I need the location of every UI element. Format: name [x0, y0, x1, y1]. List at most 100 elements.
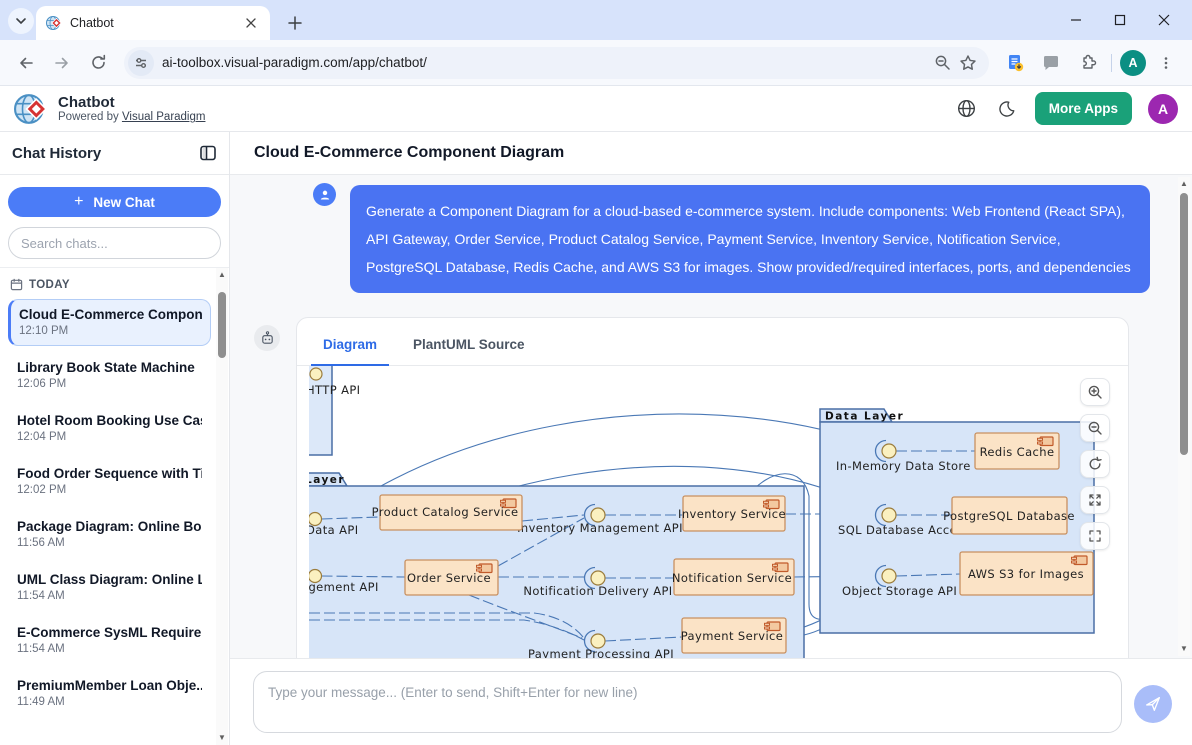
tab-close-button[interactable]: [242, 14, 260, 32]
reload-button[interactable]: [82, 47, 114, 79]
chat-item-title: UML Class Diagram: Online L...: [17, 572, 202, 587]
reload-icon: [91, 54, 105, 69]
scroll-up-icon[interactable]: ▲: [1180, 179, 1188, 188]
header-actions: More Apps A: [955, 92, 1178, 125]
scroll-down-icon[interactable]: ▼: [1180, 644, 1188, 653]
site-settings-button[interactable]: [128, 49, 154, 76]
visual-paradigm-logo: [14, 93, 48, 124]
postgresql-database-label: PostgreSQL Database: [943, 509, 1075, 523]
sidebar: Chat History + New Chat TODAY Cloud E-Co…: [0, 132, 230, 745]
scrollbar-thumb[interactable]: [218, 292, 226, 358]
person-icon: [320, 190, 329, 200]
zoom-out-icon: [1088, 421, 1102, 435]
user-message-row: Generate a Component Diagram for a cloud…: [254, 183, 1168, 293]
diagram-canvas[interactable]: HTTP API: [297, 366, 1128, 658]
chat-list-item[interactable]: Hotel Room Booking Use Case 12:04 PM: [8, 405, 211, 452]
chat-list: TODAY Cloud E-Commerce Compon... 12:10 P…: [0, 268, 229, 745]
diagram-card: Diagram PlantUML Source: [296, 317, 1129, 658]
close-window-button[interactable]: [1142, 0, 1186, 40]
redis-cache-label: Redis Cache: [980, 445, 1055, 459]
conversation-title: Cloud E-Commerce Component Diagram: [254, 144, 565, 161]
postgresql-database-component: [951, 496, 1068, 535]
sidebar-header: Chat History: [0, 132, 229, 175]
chat-item-time: 12:10 PM: [19, 325, 69, 337]
send-button[interactable]: [1134, 685, 1172, 723]
chat-list-item[interactable]: PremiumMember Loan Obje... 11:49 AM: [8, 670, 211, 717]
plus-icon: [288, 16, 302, 30]
minimize-button[interactable]: [1054, 0, 1098, 40]
robot-icon: [261, 330, 273, 344]
new-chat-button[interactable]: + New Chat: [8, 187, 221, 217]
bot-message-row: Diagram PlantUML Source: [254, 317, 1168, 658]
product-catalog-service-component: [379, 494, 523, 531]
visual-paradigm-link[interactable]: Visual Paradigm: [121, 111, 206, 124]
bookmark-star-icon[interactable]: [959, 54, 977, 72]
user-avatar[interactable]: A: [1148, 93, 1178, 124]
data-links: [895, 450, 975, 577]
browser-menu-button[interactable]: [1150, 47, 1182, 79]
scroll-down-icon[interactable]: ▼: [218, 733, 226, 742]
chat-list-item[interactable]: Food Order Sequence with Ti... 12:02 PM: [8, 458, 211, 505]
scroll-up-icon[interactable]: ▲: [218, 270, 226, 279]
toolbar-separator: [1111, 53, 1112, 72]
zoom-out-page-icon[interactable]: [934, 54, 951, 71]
chat-bubble-icon: [1044, 55, 1058, 70]
more-apps-button[interactable]: More Apps: [1034, 92, 1132, 125]
management-api-port: [309, 568, 323, 584]
url-text[interactable]: ai-toolbox.visual-paradigm.com/app/chatb…: [162, 55, 427, 70]
chat-item-title: Hotel Room Booking Use Case: [17, 413, 202, 428]
component-icon: [1070, 555, 1088, 566]
dark-mode-button[interactable]: [995, 97, 1019, 121]
order-service-component: [404, 559, 499, 596]
payment-service-label: Payment Service: [681, 629, 784, 643]
zoom-in-button[interactable]: [1080, 378, 1110, 406]
fullscreen-icon: [1089, 530, 1101, 542]
chat-list-item[interactable]: Library Book State Machine 12:06 PM: [8, 352, 211, 399]
sidebar-title: Chat History: [12, 144, 102, 162]
expand-button[interactable]: [1080, 486, 1110, 514]
chat-list-item[interactable]: Package Diagram: Online Bo... 11:56 AM: [8, 511, 211, 558]
fullscreen-button[interactable]: [1080, 522, 1110, 550]
zoom-out-button[interactable]: [1080, 414, 1110, 442]
browser-tab[interactable]: Chatbot: [36, 6, 270, 40]
card-tabs: Diagram PlantUML Source: [297, 318, 1128, 366]
new-tab-button[interactable]: [282, 10, 308, 36]
tab-plantuml-source[interactable]: PlantUML Source: [399, 325, 539, 365]
tab-diagram[interactable]: Diagram: [309, 325, 391, 366]
chat-item-title: Cloud E-Commerce Compon...: [19, 307, 202, 322]
docs-extension-button[interactable]: [999, 47, 1031, 79]
reset-icon: [1089, 456, 1102, 470]
feedback-button[interactable]: [1035, 47, 1067, 79]
language-button[interactable]: [955, 97, 979, 121]
notification-service-label: Notification Service: [672, 571, 792, 585]
user-message-bubble: Generate a Component Diagram for a cloud…: [350, 185, 1150, 293]
extensions-button[interactable]: [1071, 47, 1103, 79]
aws-s3-label: AWS S3 for Images: [968, 567, 1084, 581]
maximize-button[interactable]: [1098, 0, 1142, 40]
app-title: Chatbot: [58, 93, 115, 111]
back-button[interactable]: [10, 47, 42, 79]
favicon-visual-paradigm: [46, 16, 62, 30]
scrollbar-thumb[interactable]: [1180, 193, 1188, 455]
chat-list-item[interactable]: E-Commerce SysML Require... 11:54 AM: [8, 617, 211, 664]
browser-profile-avatar[interactable]: A: [1120, 49, 1146, 76]
app-title-block: Chatbot Powered by Visual Paradigm: [58, 94, 205, 123]
aws-s3-component: [959, 551, 1094, 596]
tab-search-button[interactable]: [8, 8, 34, 34]
component-diagram: HTTP API: [309, 366, 1095, 658]
chat-list-item[interactable]: UML Class Diagram: Online L... 11:54 AM: [8, 564, 211, 611]
message-input[interactable]: [253, 671, 1122, 733]
scrollbar-track: [1178, 191, 1190, 642]
chat-list-item[interactable]: Cloud E-Commerce Compon... 12:10 PM: [8, 299, 211, 346]
collapse-panel-icon[interactable]: [199, 144, 217, 162]
powered-by: Powered by Visual Paradigm: [58, 111, 205, 123]
search-input[interactable]: [8, 227, 221, 259]
sidebar-scrollbar[interactable]: ▲ ▼: [216, 268, 228, 745]
url-bar[interactable]: ai-toolbox.visual-paradigm.com/app/chatb…: [124, 46, 989, 79]
messages-scrollbar[interactable]: ▲ ▼: [1178, 177, 1190, 656]
sql-database-access-label: SQL Database Access: [838, 523, 970, 537]
minimize-icon: [1071, 19, 1081, 21]
forward-button[interactable]: [46, 47, 78, 79]
reset-view-button[interactable]: [1080, 450, 1110, 478]
expand-icon: [1089, 494, 1101, 506]
